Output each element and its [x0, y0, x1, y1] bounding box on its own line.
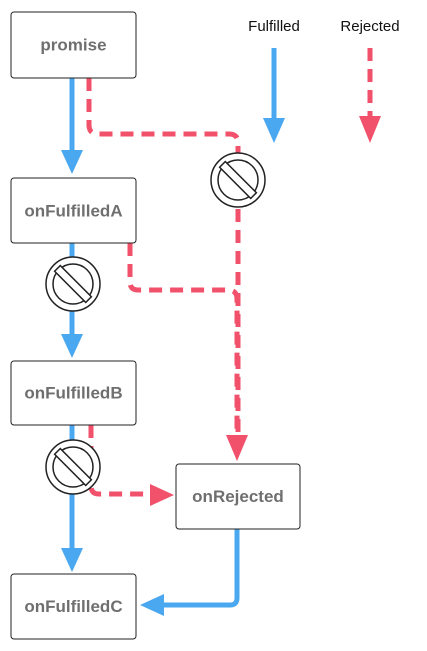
node-onfulfilleda-label: onFulfilledA [24, 202, 122, 221]
node-onfulfilledb: onFulfilledB [10, 360, 137, 426]
node-onfulfilledc-label: onFulfilledC [24, 597, 122, 616]
legend-fulfilled-label: Fulfilled [248, 18, 300, 35]
node-promise: promise [10, 11, 137, 79]
blocked-icon [45, 439, 101, 495]
node-onrejected: onRejected [175, 463, 301, 530]
node-onfulfilledc: onFulfilledC [10, 573, 137, 640]
node-onfulfilleda: onFulfilledA [10, 177, 137, 244]
legend-fulfilled: Fulfilled [248, 18, 300, 143]
node-onfulfilledb-label: onFulfilledB [24, 384, 122, 403]
blocked-icon [45, 256, 101, 312]
node-onrejected-label: onRejected [192, 487, 284, 506]
legend-rejected: Rejected [340, 18, 400, 143]
blocked-icon [210, 152, 266, 208]
edge-onrejected-to-onfulfilledc [140, 529, 240, 616]
legend: Fulfilled Rejected [248, 18, 400, 143]
edge-promise-to-onrejected [86, 78, 241, 438]
legend-rejected-label: Rejected [340, 18, 399, 35]
node-promise-label: promise [40, 36, 106, 55]
arrowhead-into-onrejected [226, 435, 248, 461]
edge-onfulfilleda-to-onrejected [127, 243, 240, 438]
edge-onfulfilledb-to-onrejected [88, 425, 174, 506]
edge-promise-to-onfulfilleda [61, 78, 83, 174]
